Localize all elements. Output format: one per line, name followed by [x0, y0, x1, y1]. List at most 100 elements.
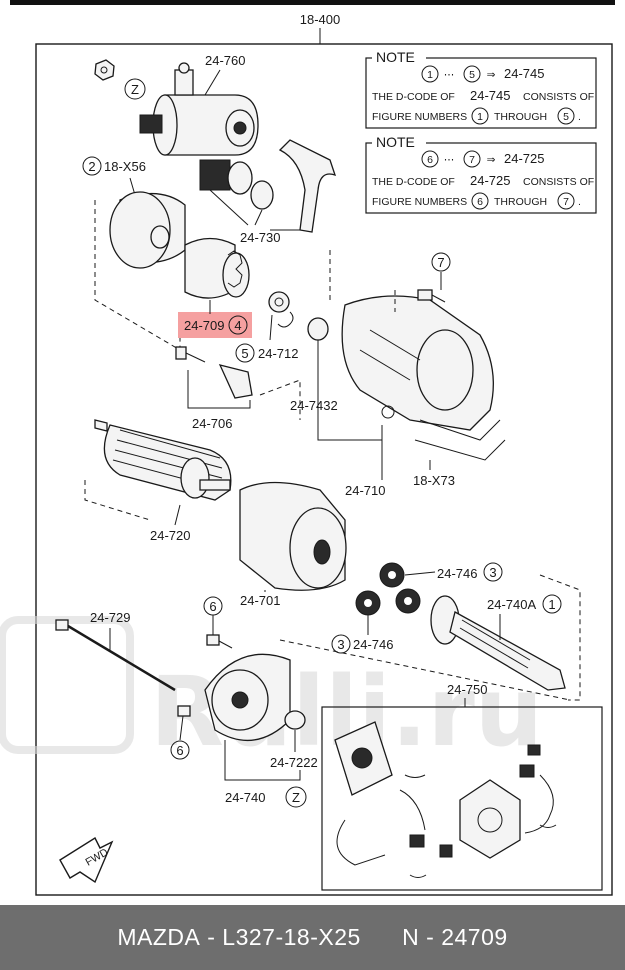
- brush-holder-box: [321, 706, 603, 891]
- label-24-7222: 24-7222: [270, 755, 318, 770]
- exploded-parts-diagram: 18-400 Rulli.ru NOTE 1 ⋯ 5 ⇒ 24-745 THE …: [0, 0, 615, 896]
- svg-text:6: 6: [477, 196, 483, 208]
- note-2-line1a: THE D-CODE OF: [372, 176, 455, 188]
- label-18-x56: 18-X56: [104, 159, 146, 174]
- svg-text:Z: Z: [292, 790, 300, 805]
- pinion-gear-part: [184, 237, 250, 299]
- label-24-760: 24-760: [205, 53, 245, 68]
- svg-text:⇒: ⇒: [487, 154, 496, 166]
- armature-part: [94, 419, 232, 501]
- note-2-through: THROUGH: [494, 196, 547, 208]
- label-24-746-a: 24-746: [437, 566, 477, 581]
- circled-z-2: Z: [285, 786, 307, 808]
- plunger-part: [199, 159, 231, 191]
- svg-text:3: 3: [489, 565, 496, 580]
- bushing-7222-part: [284, 710, 306, 730]
- nut-part: [94, 59, 115, 81]
- label-24-740a: 24-740A: [487, 597, 536, 612]
- note-2-target: 24-725: [504, 151, 544, 166]
- circled-6-b: 6: [170, 740, 190, 760]
- spring-ring-part: [250, 180, 274, 210]
- starter-housing-part: [341, 295, 506, 461]
- svg-text:6: 6: [209, 599, 216, 614]
- note-2-to: 7: [469, 154, 475, 166]
- svg-text:.: .: [578, 196, 581, 208]
- bushing-7432-part: [307, 317, 329, 341]
- svg-text:3: 3: [337, 637, 344, 652]
- planet-gear-1: [379, 562, 405, 588]
- circled-3-b: 3: [331, 634, 351, 654]
- svg-text:Z: Z: [131, 82, 139, 97]
- label-24-730: 24-730: [240, 230, 280, 245]
- svg-text:6: 6: [176, 743, 183, 758]
- yoke-part: [239, 481, 347, 591]
- svg-text:5: 5: [563, 111, 569, 123]
- footer-ref: N - 24709: [402, 924, 508, 950]
- note-2-from: 6: [427, 154, 433, 166]
- circled-5: 5: [235, 343, 255, 363]
- label-24-710: 24-710: [345, 483, 385, 498]
- note-1-line2a: FIGURE NUMBERS: [372, 111, 467, 123]
- label-24-7432: 24-7432: [290, 398, 338, 413]
- label-18-x73: 18-X73: [413, 473, 455, 488]
- circled-z-1: Z: [124, 78, 146, 100]
- solenoid-part: [139, 62, 259, 156]
- label-24-720: 24-720: [150, 528, 190, 543]
- footer-brand: MAZDA: [117, 924, 201, 950]
- bolt-part-1: [175, 346, 206, 363]
- svg-text:2: 2: [88, 159, 95, 174]
- note-2-line2a: FIGURE NUMBERS: [372, 196, 467, 208]
- svg-text:⋯: ⋯: [444, 154, 455, 166]
- note-2-code: 24-725: [470, 173, 510, 188]
- through-bolt-part: [55, 619, 176, 692]
- screw-part-b: [177, 705, 191, 717]
- brush-assembly-part: [336, 744, 557, 878]
- svg-text:1: 1: [477, 111, 483, 123]
- svg-text:⇒: ⇒: [487, 69, 496, 81]
- note-1-through: THROUGH: [494, 111, 547, 123]
- output-shaft-part: [430, 595, 566, 691]
- gear-housing-part: [109, 191, 186, 269]
- footer-part-number: L327-18-X25: [222, 924, 361, 950]
- label-24-746-b: 24-746: [353, 637, 393, 652]
- bushing-part: [268, 291, 290, 313]
- circled-7: 7: [431, 252, 451, 272]
- label-24-750: 24-750: [447, 682, 487, 697]
- fwd-arrow-icon: FWD: [59, 836, 114, 884]
- label-24-701: 24-701: [240, 593, 280, 608]
- note-1-to: 5: [469, 69, 475, 81]
- screw-part-a: [206, 634, 220, 646]
- end-cover-part: [204, 653, 291, 742]
- top-border: [10, 0, 615, 5]
- footer-gap: [361, 924, 402, 951]
- footer-bar: MAZDA - L327-18-X25 N - 24709: [0, 905, 625, 970]
- circled-1: 1: [542, 594, 562, 614]
- svg-text:1: 1: [548, 597, 555, 612]
- note-1-line1b: CONSISTS OF: [523, 91, 594, 103]
- top-code-label: 18-400: [300, 12, 340, 27]
- shift-lever-part: [278, 139, 337, 233]
- note-1-code: 24-745: [470, 88, 510, 103]
- note-1-line1a: THE D-CODE OF: [372, 91, 455, 103]
- label-24-729: 24-729: [90, 610, 130, 625]
- note-1-from: 1: [427, 69, 433, 81]
- circled-2: 2: [82, 156, 102, 176]
- note-box-2: NOTE 6 ⋯ 7 ⇒ 24-725 THE D-CODE OF 24-725…: [365, 134, 597, 214]
- bracket-part: [218, 364, 253, 399]
- note-2-line1b: CONSISTS OF: [523, 176, 594, 188]
- circled-4: 4: [228, 315, 248, 335]
- note-2-heading: NOTE: [376, 134, 415, 150]
- planet-gear-2: [355, 590, 381, 616]
- label-24-706: 24-706: [192, 416, 232, 431]
- brush-holder-plate: [334, 721, 393, 796]
- footer-sep-1: -: [200, 924, 223, 950]
- svg-text:.: .: [578, 111, 581, 123]
- label-24-740: 24-740: [225, 790, 265, 805]
- clip-part: [277, 311, 294, 328]
- bolt-part-7: [417, 289, 433, 301]
- note-box-1: NOTE 1 ⋯ 5 ⇒ 24-745 THE D-CODE OF 24-745…: [365, 49, 597, 129]
- svg-text:⋯: ⋯: [444, 69, 455, 81]
- label-24-712: 24-712: [258, 346, 298, 361]
- note-1-target: 24-745: [504, 66, 544, 81]
- svg-text:7: 7: [563, 196, 569, 208]
